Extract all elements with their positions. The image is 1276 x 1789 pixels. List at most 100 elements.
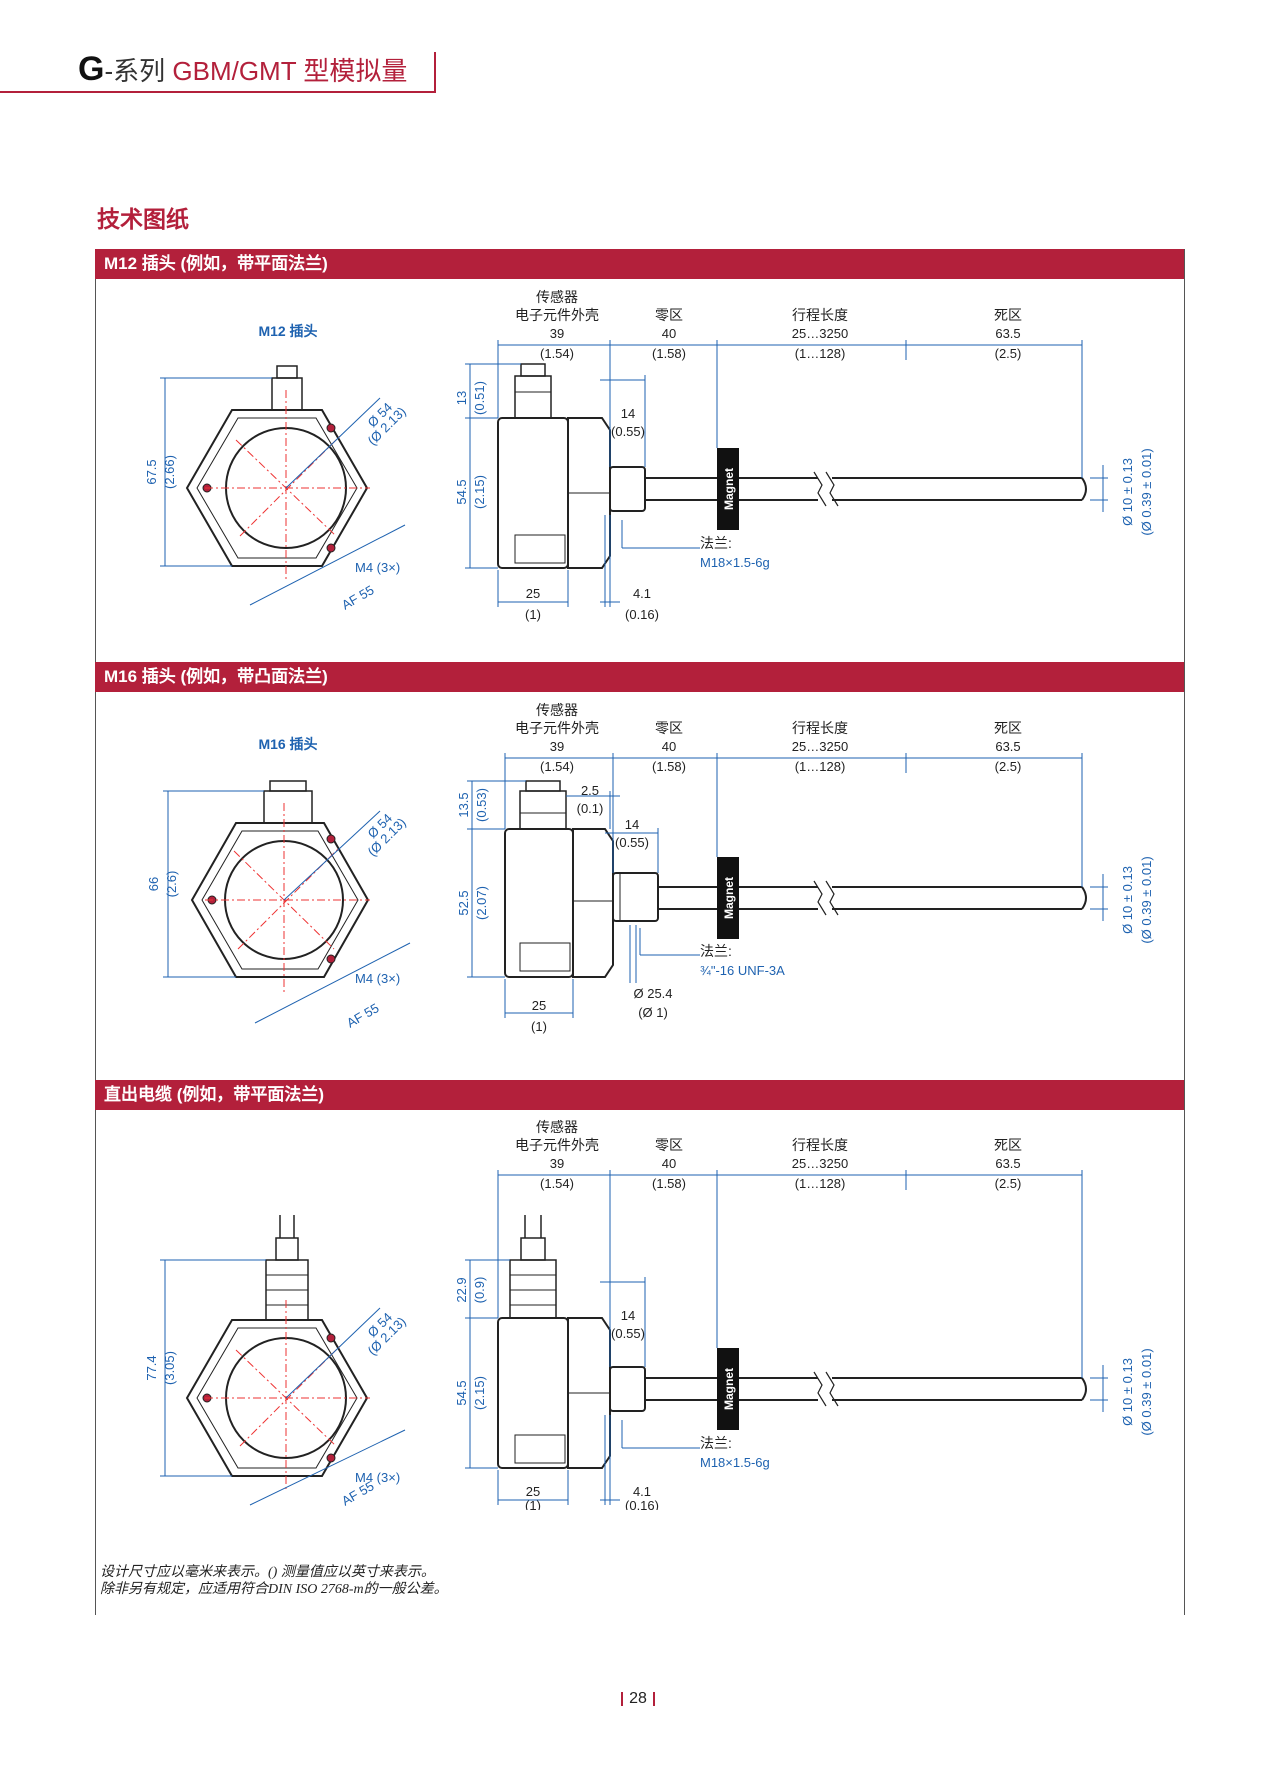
top-height: 22.9 (454, 1277, 469, 1302)
series-word: 系列 (113, 56, 166, 86)
footnote-line-1: 设计尺寸应以毫米来表示。() 测量值应以英寸来表示。 (100, 1565, 435, 1580)
housing-label-2: 电子元件外壳 (515, 307, 599, 323)
magnet-block (717, 448, 739, 530)
section-title: 技术图纸 (97, 206, 189, 232)
hex-body-front (185, 409, 369, 567)
top-height: 13.5 (456, 792, 471, 817)
stroke-mm: 25…3250 (792, 739, 848, 754)
series-letter: G (78, 50, 105, 88)
dead-mm: 63.5 (995, 326, 1020, 341)
magnet-label: Magnet (722, 877, 736, 919)
housing-label-1: 传感器 (536, 289, 578, 305)
stroke-in: (1…128) (795, 1176, 846, 1191)
front-height-in: (2.66) (162, 455, 177, 489)
magnet-block (717, 1348, 739, 1430)
flange-thread: ¾"-16 UNF-3A (700, 963, 785, 978)
flange-side (609, 1366, 646, 1412)
rod-dia-in: (Ø 0.39 ± 0.01) (1139, 856, 1154, 943)
w25-in: (1) (525, 607, 541, 622)
d41: 4.1 (633, 1484, 651, 1499)
connector-front (263, 790, 313, 824)
d14-in: (0.55) (611, 1326, 645, 1341)
drawing-m12: Magnet M12 插头 67.5 (2.66) Ø 54 (Ø 2.13) … (144, 289, 1154, 622)
stroke-mm: 25…3250 (792, 326, 848, 341)
housing-label-2: 电子元件外壳 (515, 720, 599, 736)
flange-label: 法兰: (700, 535, 732, 551)
null-mm: 40 (662, 326, 676, 341)
null-label: 零区 (655, 720, 683, 736)
side-height-in: (2.15) (472, 1376, 487, 1410)
front-height: 66 (146, 877, 161, 891)
housing-side (504, 828, 574, 978)
top-height-in: (0.9) (472, 1277, 487, 1304)
d41-in: (0.16) (625, 1498, 659, 1510)
flange-dia: Ø 25.4 (633, 986, 672, 1001)
hex-body-front (185, 1319, 369, 1477)
af55: AF 55 (339, 582, 377, 612)
front-height: 67.5 (144, 459, 159, 484)
null-in: (1.58) (652, 1176, 686, 1191)
d14: 14 (621, 1308, 635, 1323)
magnet-block (717, 857, 739, 939)
w25: 25 (532, 998, 546, 1013)
d14: 14 (621, 406, 635, 421)
front-height-in: (2.6) (164, 871, 179, 898)
top-height-in: (0.51) (472, 381, 487, 415)
m4-holes: M4 (3×) (355, 560, 400, 575)
dead-mm: 63.5 (995, 739, 1020, 754)
af55: AF 55 (344, 1000, 382, 1030)
stroke-label: 行程长度 (792, 1137, 848, 1153)
side-height: 54.5 (454, 479, 469, 504)
d14: 14 (625, 817, 639, 832)
housing-mm: 39 (550, 1156, 564, 1171)
w25: 25 (526, 1484, 540, 1499)
band-m12: M12 插头 (例如，带平面法兰) (95, 249, 1184, 279)
flange-label: 法兰: (700, 1435, 732, 1451)
document-header: G-系列 GBM/GMT 型模拟量 (78, 50, 407, 89)
side-height: 54.5 (454, 1380, 469, 1405)
connector-label: M12 插头 (258, 323, 317, 339)
dead-label: 死区 (994, 307, 1022, 323)
stroke-label: 行程长度 (792, 307, 848, 323)
m4-holes: M4 (3×) (355, 1470, 400, 1485)
flange-label: 法兰: (700, 943, 732, 959)
top-height: 13 (454, 391, 469, 405)
front-height: 77.4 (144, 1355, 159, 1380)
header-dash: - (104, 56, 114, 86)
housing-label-1: 传感器 (536, 1119, 578, 1135)
offset: 2.5 (581, 783, 599, 798)
housing-in: (1.54) (540, 1176, 574, 1191)
rod-dia-in: (Ø 0.39 ± 0.01) (1139, 448, 1154, 535)
flange-thread: M18×1.5-6g (700, 555, 770, 570)
null-in: (1.58) (652, 759, 686, 774)
magnet-label: Magnet (722, 468, 736, 510)
rod-dia: Ø 10 ± 0.13 (1120, 866, 1135, 934)
page-number: 28 (0, 1690, 1276, 1708)
front-height-in: (3.05) (162, 1351, 177, 1385)
hex-body-front (190, 822, 370, 978)
flange-side (609, 466, 646, 512)
side-height: 52.5 (456, 890, 471, 915)
drawing-cable: Magnet 77.4 (3.05) Ø 54 (Ø 2.13) M4 (3×)… (144, 1119, 1154, 1510)
magnet-label: Magnet (722, 1368, 736, 1410)
rod-dia: Ø 10 ± 0.13 (1120, 1358, 1135, 1426)
null-mm: 40 (662, 739, 676, 754)
nut-side (572, 828, 614, 978)
housing-side (497, 1317, 569, 1469)
d14-in: (0.55) (611, 424, 645, 439)
offset-in: (0.1) (577, 801, 604, 816)
flange-dia-in: (Ø 1) (638, 1005, 668, 1020)
side-height-in: (2.15) (472, 475, 487, 509)
stroke-label: 行程长度 (792, 720, 848, 736)
null-label: 零区 (655, 307, 683, 323)
d41-in: (0.16) (625, 607, 659, 622)
drawing-m16: Magnet M16 插头 66 (2.6) Ø 54 (Ø 2.13) M4 … (146, 702, 1154, 1034)
page-number-value: 28 (629, 1690, 647, 1707)
stroke-in: (1…128) (795, 346, 846, 361)
connector-front (271, 377, 303, 411)
stroke-mm: 25…3250 (792, 1156, 848, 1171)
footnote: 设计尺寸应以毫米来表示。() 测量值应以英寸来表示。 除非另有规定，应适用符合D… (100, 1564, 448, 1598)
null-in: (1.58) (652, 346, 686, 361)
dead-label: 死区 (994, 1137, 1022, 1153)
rod-dia: Ø 10 ± 0.13 (1120, 458, 1135, 526)
